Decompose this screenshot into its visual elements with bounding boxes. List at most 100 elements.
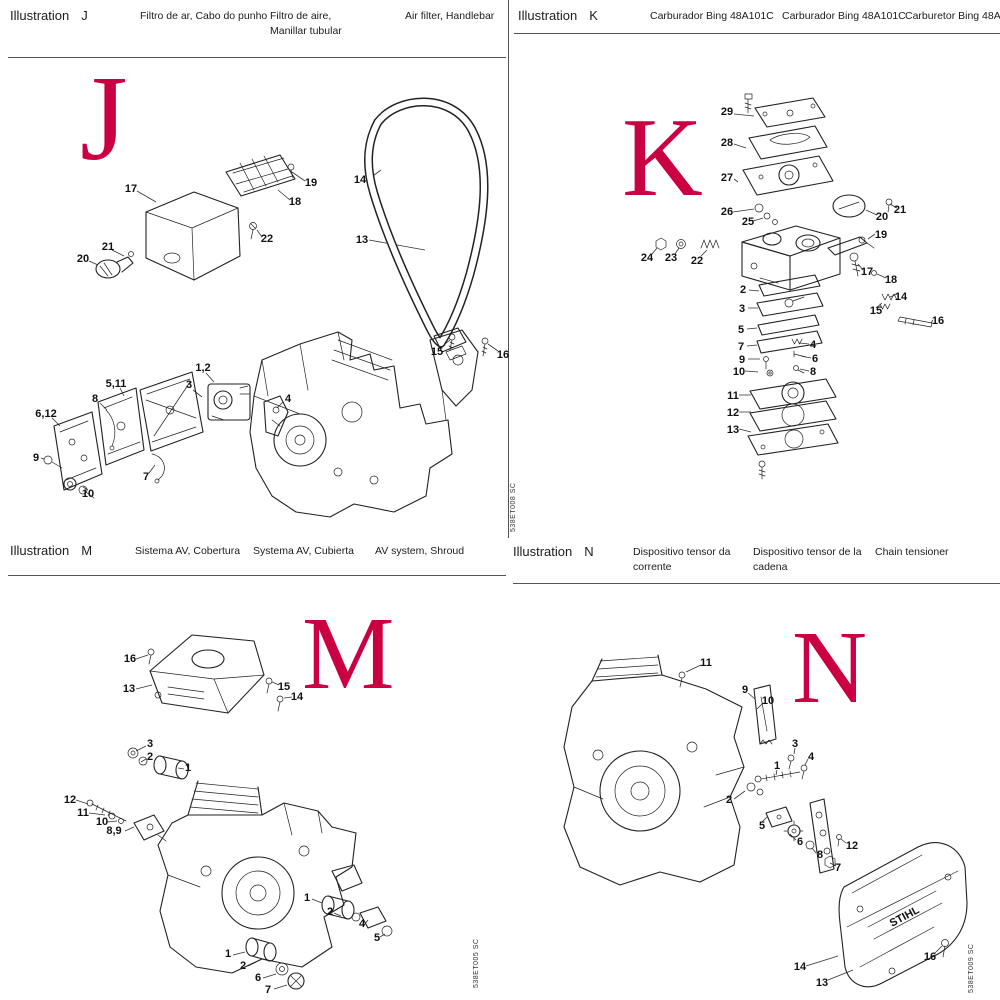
leader-lines — [651, 113, 934, 433]
adjuster-screw — [754, 770, 801, 783]
drawing-n-chain-tensioner: STIHL — [563, 654, 968, 988]
mount-screw-chain — [86, 799, 167, 842]
springs — [879, 293, 898, 310]
caption-j-es: Filtro de aire, Manillar tubular — [270, 9, 342, 39]
illustration-n-title: Illustration N — [513, 544, 594, 559]
handlebar-clamp-screws — [448, 333, 489, 357]
caption-j-en: Air filter, Handlebar — [405, 9, 494, 24]
filter-inner-plate — [97, 387, 145, 466]
cover-screw — [249, 222, 257, 240]
caption-j-en-line: Air filter, Handlebar — [405, 10, 495, 22]
caption-n-pt: Dispositivo tensor da corrente — [633, 545, 730, 575]
av-buffer-bottom — [245, 937, 305, 990]
cover-screw — [941, 939, 949, 958]
tensioner-guide-plate — [753, 684, 777, 745]
washer-nut-screw — [805, 834, 842, 869]
guide-rail — [809, 798, 835, 874]
caption-n-en-line: Chain tensioner — [875, 546, 949, 558]
leader-lines — [75, 654, 386, 990]
leader-lines — [685, 664, 943, 981]
needle-jet — [897, 316, 933, 328]
pump-gasket — [748, 125, 828, 160]
filter-element-plate — [225, 154, 296, 197]
section-letter-k: K — [622, 96, 703, 220]
illustration-k-label: Illustration — [518, 8, 578, 23]
adjustment-disc — [832, 194, 893, 218]
drawing-j-air-filter-handlebar — [40, 97, 499, 518]
tensioner-screws — [787, 754, 808, 780]
caption-n-es-line1: Dispositivo tensor de la — [753, 546, 862, 558]
av-buffer-front — [127, 747, 189, 780]
caption-m-es-line: Systema AV, Cubierta — [253, 545, 354, 557]
throttle-link-lever — [151, 453, 165, 484]
pump-parts — [791, 338, 807, 374]
caption-m-pt-line: Sistema AV, Cobertura — [135, 545, 241, 557]
tensioner-gear — [783, 820, 804, 842]
caption-m-en: AV system, Shroud — [375, 544, 464, 559]
caption-k-en: Carburetor Bing 48A101C — [905, 9, 1000, 24]
fuel-inlet-fitting — [827, 236, 875, 256]
column-divider — [508, 0, 509, 538]
caption-j-es-line1: Filtro de aire, — [270, 10, 332, 22]
carburetor-assembly — [207, 383, 251, 421]
tensioner-slider — [765, 806, 793, 828]
washer-rings — [746, 782, 764, 796]
pump-cover-screw — [744, 93, 753, 114]
caption-n-es-line2: cadena — [753, 561, 788, 574]
intake-boot — [95, 251, 134, 279]
shroud-screws — [147, 648, 284, 712]
illustration-n-letter-inline: N — [584, 544, 594, 559]
crankcase — [157, 780, 363, 974]
illustration-k-letter-inline: K — [589, 8, 598, 23]
header-rule-n — [513, 583, 1000, 584]
caption-m-en-line: AV system, Shroud — [375, 545, 465, 557]
caption-n-pt-line2: corrente — [633, 561, 672, 574]
caption-k-es-line: Carburador Bing 48A101C — [782, 10, 906, 22]
section-letter-n: N — [792, 610, 868, 725]
filter-outer-plate — [53, 411, 103, 491]
caption-m-pt: Sistema AV, Cobertura — [135, 544, 240, 559]
diaphragm-plates — [747, 378, 839, 480]
engine-housing — [249, 329, 479, 518]
caption-k-en-line: Carburetor Bing 48A101C — [905, 10, 1000, 22]
caption-j-pt-line: Filtro de ar, Cabo do punho — [140, 10, 268, 22]
crankcase — [563, 654, 745, 886]
caption-k-es: Carburador Bing 48A101C — [782, 9, 906, 24]
av-buffer-right — [321, 895, 393, 937]
drawing-k-carburetor — [651, 93, 934, 480]
header-rule-m — [8, 575, 506, 576]
caption-j-pt: Filtro de ar, Cabo do punho — [140, 9, 267, 24]
inlet-rings — [754, 203, 778, 225]
sprocket-cover: STIHL — [838, 842, 968, 988]
header-rule-k — [514, 33, 1000, 34]
drawing-m-av-system-shroud — [75, 634, 393, 990]
pump-cover — [754, 97, 826, 128]
caption-n-pt-line1: Dispositivo tensor da — [633, 546, 731, 558]
illustration-m-label: Illustration — [10, 543, 70, 558]
metering-stack — [756, 274, 824, 377]
illustration-j-label: Illustration — [10, 8, 70, 23]
shroud-cover — [149, 634, 265, 714]
header-rule-j — [8, 57, 506, 58]
caption-n-es: Dispositivo tensor de la cadena — [753, 545, 862, 575]
filter-base-plate — [139, 371, 204, 452]
caption-j-es-line2: Manillar tubular — [270, 25, 342, 38]
caption-n-en: Chain tensioner — [875, 545, 949, 560]
carburetor-body — [741, 225, 841, 291]
handlebar-tube — [363, 97, 489, 361]
illustration-n-label: Illustration — [513, 544, 573, 559]
illustration-j-title: Illustration J — [10, 8, 88, 23]
section-letter-j: J — [80, 51, 128, 186]
illustration-j-letter-inline: J — [81, 8, 88, 23]
caption-k-pt-line: Carburador Bing 48A101C — [650, 10, 774, 22]
nut-washer-spring — [655, 237, 720, 251]
caption-k-pt: Carburador Bing 48A101C — [650, 9, 774, 24]
case-screw — [678, 671, 686, 688]
illustration-k-title: Illustration K — [518, 8, 598, 23]
air-filter-cover — [145, 191, 241, 281]
metering-diaphragm-plate — [742, 155, 834, 196]
section-letter-m: M — [302, 596, 395, 711]
idle-screw-spring — [849, 252, 877, 277]
